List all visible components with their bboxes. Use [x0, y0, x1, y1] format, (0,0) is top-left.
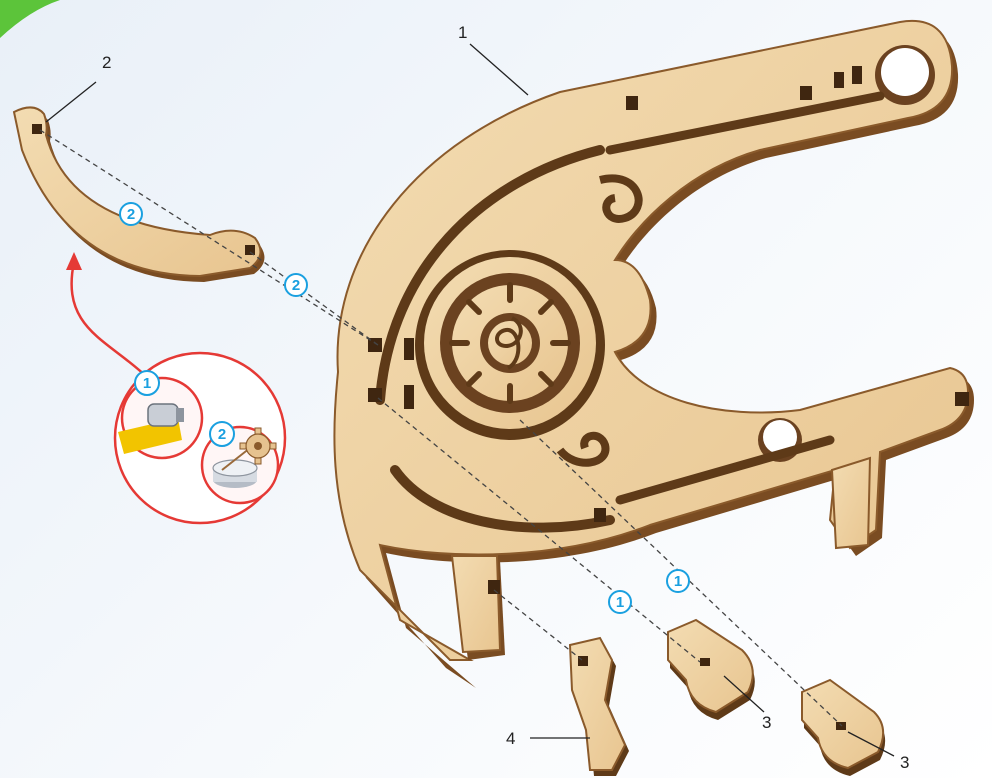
svg-text:2: 2 — [292, 277, 300, 294]
callout-part-4: 4 — [506, 729, 515, 748]
part-3b-connector — [802, 680, 885, 776]
step-badge-2-lower: 2 — [285, 274, 307, 296]
step-badge-1-left: 1 — [609, 591, 631, 613]
svg-text:1: 1 — [143, 375, 151, 392]
part-3a-connector — [668, 620, 755, 720]
hint-step-1-badge: 1 — [135, 371, 159, 395]
step-badge-1-right: 1 — [667, 570, 689, 592]
svg-text:1: 1 — [616, 594, 624, 611]
svg-text:2: 2 — [218, 426, 226, 443]
part-4-leg — [570, 638, 629, 776]
callout-part-2: 2 — [102, 53, 111, 72]
hint-step-2-badge: 2 — [210, 422, 234, 446]
glue-hint: 1 2 — [66, 252, 285, 523]
svg-text:1: 1 — [674, 573, 682, 590]
step-badge-2-upper: 2 — [120, 203, 142, 225]
callout-part-3b: 3 — [900, 753, 909, 772]
part-1-frame — [334, 21, 974, 688]
svg-text:2: 2 — [127, 206, 135, 223]
corner-accent — [0, 0, 60, 38]
part-2-arm — [14, 107, 264, 282]
callout-part-1: 1 — [458, 23, 467, 42]
callout-part-3a: 3 — [762, 713, 771, 732]
